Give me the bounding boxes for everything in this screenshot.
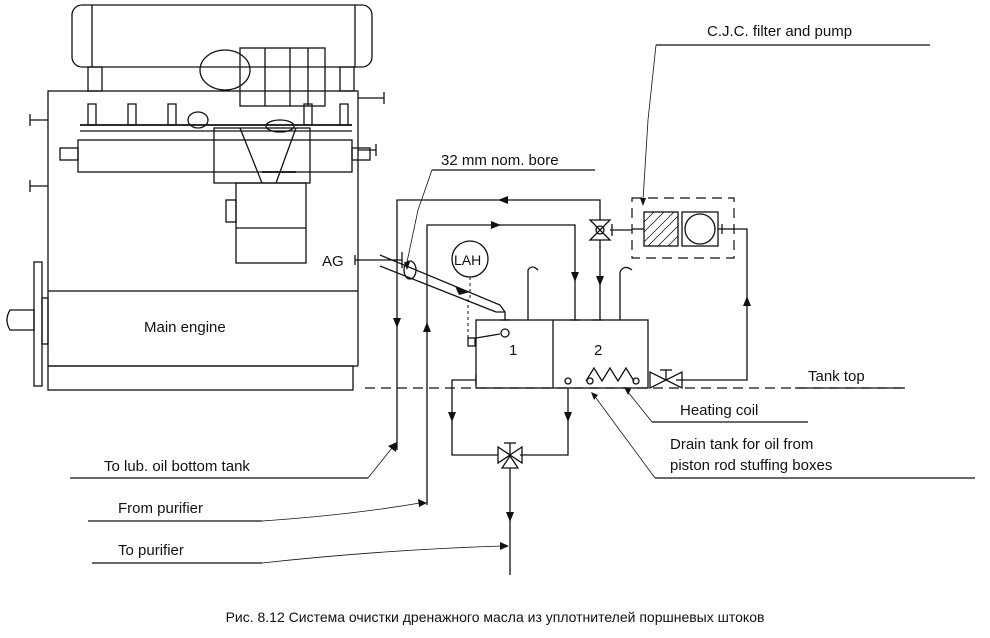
lah-label: LAH — [454, 252, 481, 268]
tank-section-1: 1 — [509, 342, 517, 359]
drain-tank-label-line1: Drain tank for oil from — [670, 436, 813, 453]
drain-tank-label-line2: piston rod stuffing boxes — [670, 457, 832, 474]
main-engine-drawing — [6, 4, 385, 391]
lah-instrument: LAH — [451, 240, 489, 338]
three-way-valve-top — [588, 219, 632, 241]
tank-section-2: 2 — [594, 342, 602, 359]
bore-label: 32 mm nom. bore — [441, 152, 559, 169]
three-way-valve-bottom — [497, 442, 523, 469]
ag-pipe — [354, 252, 506, 320]
ag-label: AG — [322, 253, 344, 270]
cjc-filter-pump — [631, 197, 735, 259]
to-lub-oil-label: To lub. oil bottom tank — [104, 458, 250, 475]
to-purifier-label: To purifier — [118, 542, 184, 559]
tank-inlet-valve — [649, 369, 683, 390]
main-engine-label: Main engine — [144, 319, 226, 336]
cjc-label: C.J.C. filter and pump — [707, 23, 852, 40]
drain-tank: 1 2 — [467, 266, 649, 389]
tank-top-label: Tank top — [808, 368, 865, 385]
from-purifier-label: From purifier — [118, 500, 203, 517]
figure-caption: Рис. 8.12 Система очистки дренажного мас… — [226, 609, 765, 625]
heating-coil-label: Heating coil — [680, 402, 758, 419]
